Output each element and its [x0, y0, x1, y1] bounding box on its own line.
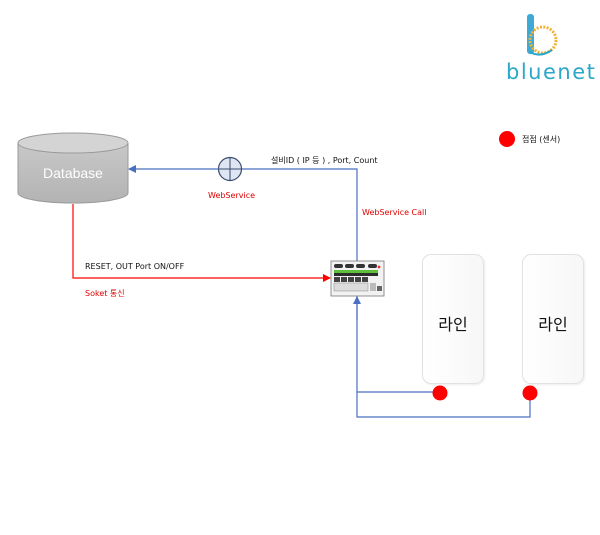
device-info-label: 설비ID ( IP 등 ) , Port, Count [271, 156, 378, 165]
legend-label: 접점 (센서) [522, 135, 561, 144]
line-label-1: 라인 [438, 315, 468, 334]
sensor-dot-2 [522, 385, 538, 401]
sensor-dot-1 [432, 385, 448, 401]
line-label-2: 라인 [538, 315, 568, 334]
legend-marker [499, 131, 515, 147]
reset-out-label: RESET, OUT Port ON/OFF [85, 262, 185, 271]
controller-device [330, 260, 385, 297]
webservice-label: WebService [208, 191, 256, 200]
database-cylinder [17, 132, 129, 204]
line-box-2: 라인 [522, 254, 584, 384]
socket-label: Soket 통신 [85, 289, 125, 298]
sensor-return-line [356, 296, 531, 418]
webservice-call-line [129, 169, 358, 268]
bluenet-logo-icon [527, 14, 558, 56]
brand-name: bluenet [506, 60, 597, 84]
webservice-call-label: WebService Call [362, 208, 427, 217]
database-label: Database [43, 165, 103, 181]
line-box-1: 라인 [422, 254, 484, 384]
socket-line [72, 204, 331, 282]
webservice-node [217, 156, 243, 182]
